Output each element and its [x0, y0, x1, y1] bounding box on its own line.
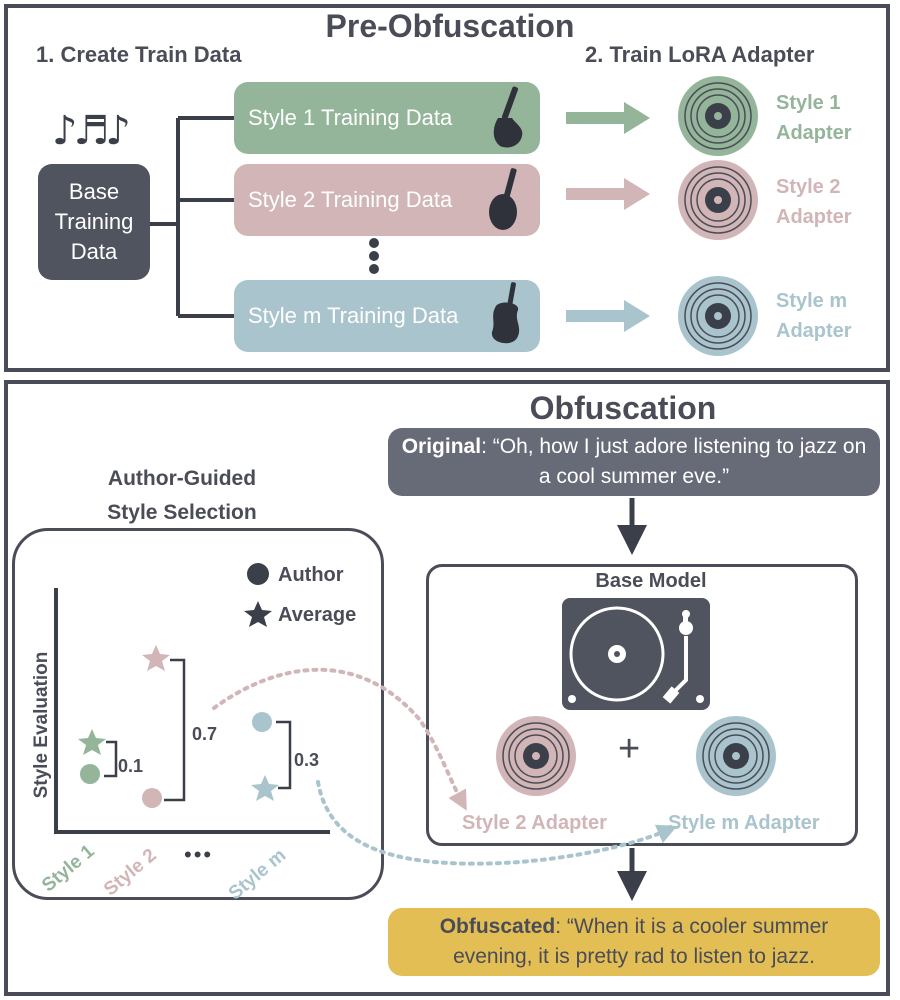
stylem-adapter-label: Style m Adapter — [776, 286, 852, 346]
obfuscation-panel — [4, 380, 890, 996]
stylem-adapter-caption: Style m Adapter — [668, 812, 820, 834]
x-axis-ellipsis: ••• — [184, 842, 214, 867]
gap-label-style1: 0.1 — [118, 756, 144, 776]
style2-adapter-line2: Adapter — [776, 206, 852, 228]
violin-icon — [491, 282, 520, 344]
original-label: Original — [401, 435, 482, 458]
legend-average-marker — [244, 601, 272, 627]
dotted-arrow-stylem — [316, 780, 678, 866]
arrow-style2 — [566, 178, 650, 210]
step2-title: 2. Train LoRA Adapter — [585, 42, 815, 67]
music-notes-icon: ♪♬♪ — [52, 108, 131, 154]
tree-connector — [150, 116, 234, 318]
acoustic-guitar-icon — [489, 168, 517, 230]
style1-author-point — [80, 764, 100, 784]
base-model-label: Base Model — [595, 570, 707, 592]
style2-disc-icon — [677, 159, 759, 241]
style2-adapter-label: Style 2 Adapter — [776, 172, 852, 232]
style1-adapter-label: Style 1 Adapter — [776, 88, 852, 148]
electric-guitar-icon — [493, 86, 523, 148]
step1-title: 1. Create Train Data — [36, 42, 242, 67]
style-selection-title-line1: Author-Guided — [107, 467, 257, 490]
style2-adapter-caption: Style 2 Adapter — [462, 812, 607, 834]
obfuscated-text: : “When it is a cooler summer evening, i… — [453, 915, 829, 968]
arrow-style1 — [566, 102, 650, 134]
style1-gap-bracket — [104, 740, 118, 778]
style2-author-point — [142, 788, 162, 808]
style1-adapter-line1: Style 1 — [776, 92, 841, 114]
style2-adapter-disc-icon — [495, 715, 577, 797]
base-training-line3: Data — [70, 239, 118, 264]
base-training-line2: Training — [54, 209, 134, 234]
style1-adapter-line2: Adapter — [776, 122, 852, 144]
stylem-training-label: Style m Training Data — [248, 303, 459, 328]
pre-obfuscation-title: Pre-Obfuscation — [325, 8, 575, 44]
stylem-author-point — [252, 712, 272, 732]
turntable-icon — [562, 598, 710, 710]
style2-training-label: Style 2 Training Data — [248, 187, 453, 212]
style1-training-label: Style 1 Training Data — [248, 105, 453, 130]
base-training-line1: Base — [68, 179, 120, 204]
style-selection-title: Author-Guided Style Selection — [72, 462, 292, 530]
base-training-data: Base Training Data — [38, 164, 150, 280]
obfuscation-title: Obfuscation — [529, 390, 717, 426]
vertical-ellipsis-icon — [369, 238, 379, 274]
style-selection-box — [12, 528, 384, 900]
style1-disc-icon — [677, 75, 759, 157]
stylem-average-star — [251, 775, 279, 801]
arrow-stylem — [566, 300, 650, 332]
style-selection-title-line2: Style Selection — [107, 501, 257, 524]
style1-average-star — [78, 729, 106, 755]
legend-author-marker — [247, 563, 269, 585]
style2-average-star — [142, 645, 170, 671]
plus-sign: + — [618, 728, 641, 770]
gap-label-style2: 0.7 — [192, 724, 218, 744]
obfuscated-label: Obfuscated — [439, 915, 556, 938]
style1-training-data: Style 1 Training Data — [234, 82, 540, 154]
stylem-adapter-line2: Adapter — [776, 320, 852, 342]
stylem-disc-icon — [677, 275, 759, 357]
stylem-training-data: Style m Training Data — [234, 280, 540, 352]
legend-average-label: Average — [278, 604, 357, 626]
dotted-arrow-style2 — [212, 667, 467, 811]
stylem-adapter-disc-icon — [695, 715, 777, 797]
plot-axes — [54, 588, 330, 834]
gap-label-stylem: 0.3 — [294, 750, 320, 770]
stylem-adapter-line1: Style m — [776, 290, 848, 312]
original-text-box: Original: “Oh, how I just adore listenin… — [388, 428, 880, 496]
base-model-box — [426, 564, 858, 846]
style2-gap-bracket — [164, 658, 186, 802]
style2-adapter-line1: Style 2 — [776, 176, 841, 198]
stylem-gap-bracket — [276, 720, 292, 790]
obfuscated-text-box: Obfuscated: “When it is a cooler summer … — [388, 908, 880, 976]
original-text: : “Oh, how I just adore listening to jaz… — [481, 435, 867, 488]
style2-training-data: Style 2 Training Data — [234, 164, 540, 236]
pre-obfuscation-panel — [4, 4, 890, 372]
legend-author-label: Author — [278, 564, 344, 586]
